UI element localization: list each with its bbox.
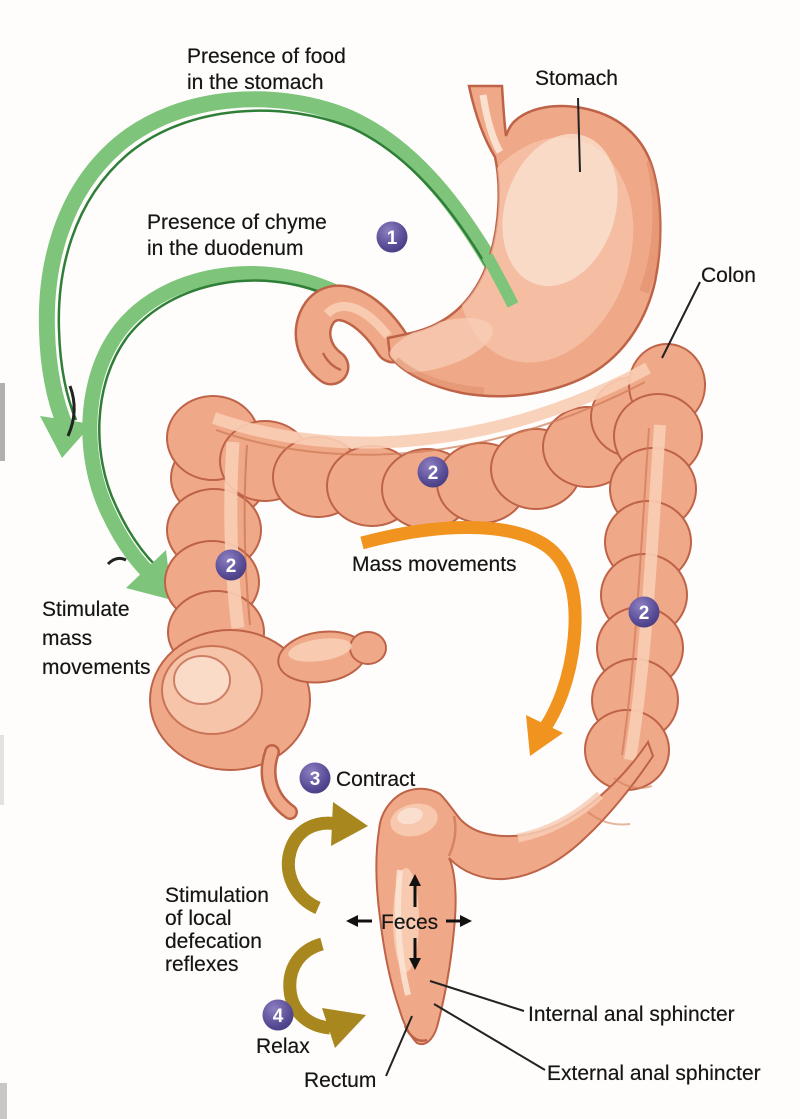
green-arc-tail-overlay [481, 253, 519, 308]
scan-artifacts [0, 383, 7, 1119]
svg-text:3: 3 [310, 769, 321, 790]
stomach-illustration [386, 84, 662, 398]
svg-text:2: 2 [639, 603, 650, 624]
label-feces: Feces [381, 911, 439, 934]
label-presence-of-food: Presence of food in the stomach [187, 45, 346, 94]
badge-step-1: 1 [376, 221, 408, 253]
stomach-pointer-line [577, 97, 581, 173]
step-badges: 1 2 2 2 3 4 [215, 221, 660, 1031]
label-rectum: Rectum [304, 1069, 377, 1092]
gold-relax-arrow [283, 937, 366, 1048]
external-sphincter-pointer-line [433, 1003, 546, 1071]
badge-step-2-transverse: 2 [417, 456, 449, 488]
label-external-anal-sphincter: External anal sphincter [547, 1062, 761, 1085]
badge-step-2-right: 2 [628, 596, 660, 628]
label-presence-of-chyme: Presence of chyme in the duodenum [147, 211, 327, 260]
label-stomach: Stomach [535, 67, 618, 90]
feces-direction-arrows [346, 874, 472, 970]
orange-mass-movement-arrow [360, 521, 582, 756]
internal-sphincter-pointer-line [429, 980, 525, 1012]
label-stimulation-defecation: Stimulation of local defecation reflexes [165, 884, 269, 977]
label-mass-movements: Mass movements [352, 553, 517, 576]
duodenum [294, 284, 412, 386]
colon-pointer-line [661, 281, 701, 359]
terminal-ileum [277, 630, 387, 684]
label-stimulate-mass-movements: Stimulate mass movements [42, 598, 151, 679]
rectum-illustration [375, 739, 655, 1046]
pointer-lines [385, 97, 701, 1077]
appendix [260, 744, 298, 820]
green-arc-food-stimulus [38, 91, 524, 458]
green-arrowhead-2 [126, 550, 172, 600]
badge-step-2-left: 2 [215, 549, 247, 581]
gold-contract-arrow [281, 802, 368, 914]
sigmoid-and-rectum [375, 739, 655, 1046]
green-arrowhead-1 [40, 416, 92, 458]
rectum-pointer-line [385, 1015, 413, 1077]
green-arc-chyme-stimulus [82, 266, 337, 600]
label-relax: Relax [256, 1035, 310, 1058]
svg-text:2: 2 [428, 463, 439, 484]
label-internal-anal-sphincter: Internal anal sphincter [528, 1003, 735, 1026]
badge-step-4: 4 [262, 999, 294, 1031]
badge-step-3: 3 [299, 762, 331, 794]
svg-text:2: 2 [226, 556, 237, 577]
label-contract: Contract [336, 768, 416, 791]
label-colon: Colon [701, 264, 756, 287]
colon-highlights [161, 362, 666, 761]
large-intestine [149, 343, 706, 1046]
svg-text:4: 4 [273, 1006, 284, 1027]
svg-text:1: 1 [387, 228, 398, 249]
